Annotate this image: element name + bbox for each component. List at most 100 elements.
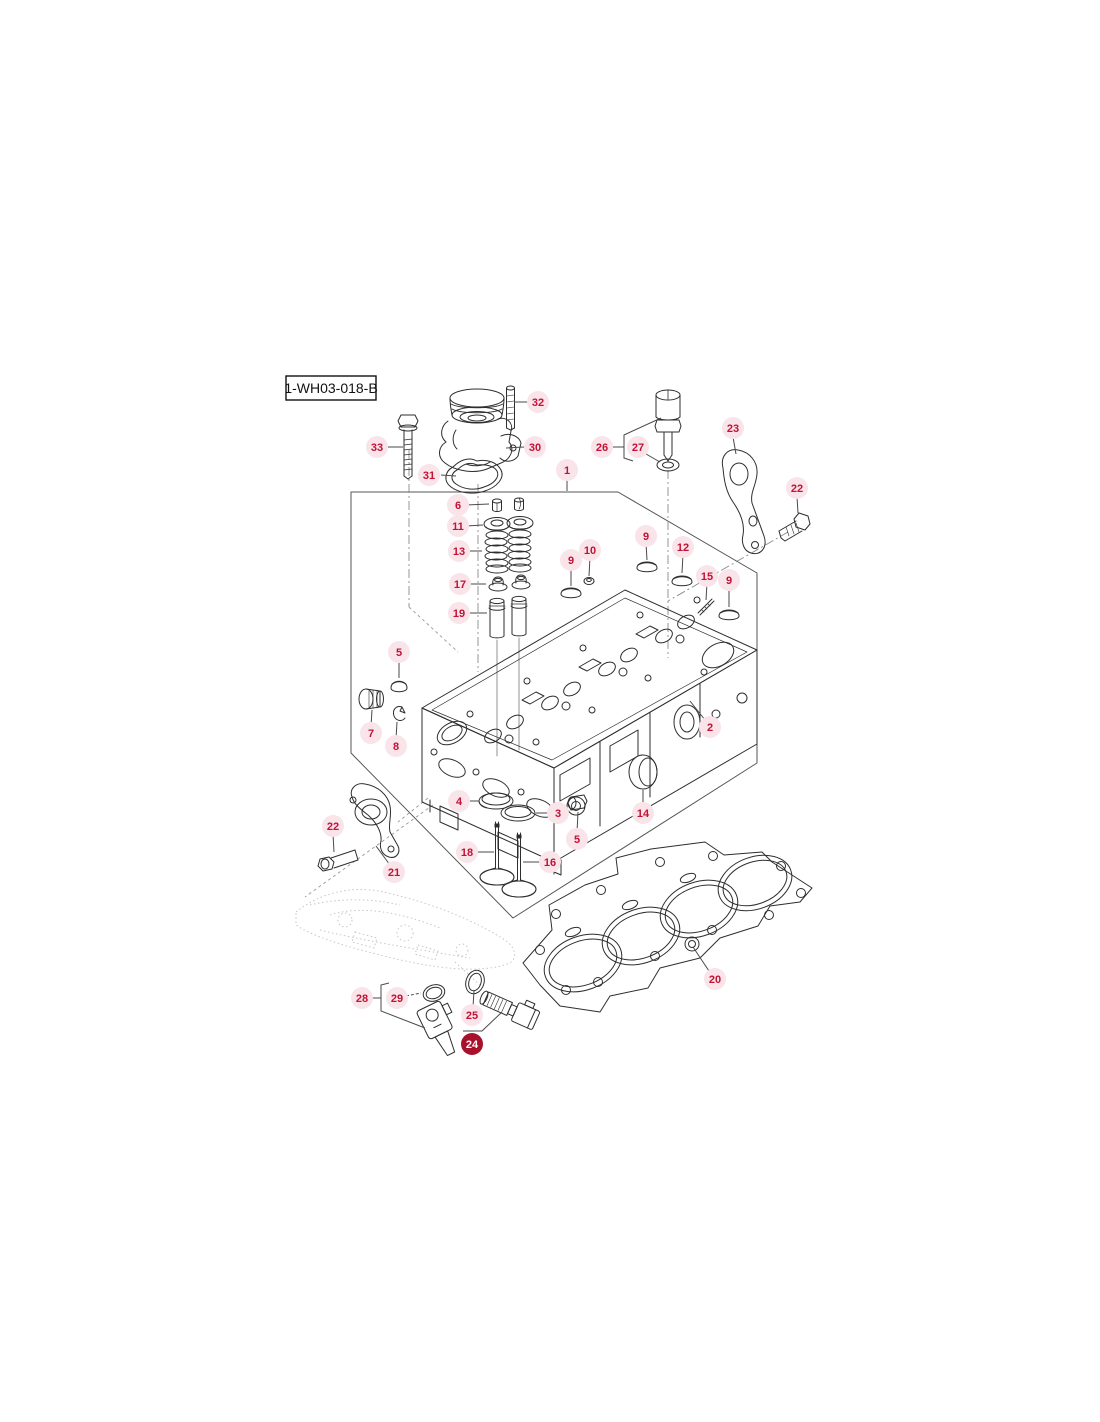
- leader-lines: [332, 401, 799, 1032]
- svg-text:6: 6: [455, 500, 461, 512]
- callout-29[interactable]: 29: [386, 987, 408, 1009]
- callout-20[interactable]: 20: [704, 968, 726, 990]
- svg-text:9: 9: [568, 555, 574, 567]
- figure-code-label: 1-WH03-018-B: [284, 380, 377, 396]
- callout-22[interactable]: 22: [322, 815, 344, 837]
- clip-8-drawing: [393, 706, 406, 721]
- valve-16-drawing: [501, 832, 537, 898]
- callout-7[interactable]: 7: [360, 722, 382, 744]
- svg-text:19: 19: [453, 608, 465, 620]
- svg-text:25: 25: [466, 1010, 478, 1022]
- seal-ring-3-drawing: [500, 804, 536, 822]
- centerlines: [304, 450, 789, 898]
- plug-5-lower-drawing: [567, 794, 588, 811]
- figure-code-box: 1-WH03-018-B: [284, 375, 378, 401]
- callout-31[interactable]: 31: [418, 464, 440, 486]
- callout-23[interactable]: 23: [722, 417, 744, 439]
- callout-9[interactable]: 9: [718, 569, 740, 591]
- callout-5[interactable]: 5: [388, 641, 410, 663]
- callout-5[interactable]: 5: [566, 828, 588, 850]
- sensor-28-drawing: [416, 1000, 456, 1057]
- svg-text:7: 7: [368, 728, 374, 740]
- callout-10[interactable]: 10: [579, 539, 601, 561]
- plug-5-upper-drawing: [390, 680, 408, 693]
- svg-text:2: 2: [707, 722, 713, 734]
- svg-text:5: 5: [396, 647, 402, 659]
- svg-text:10: 10: [584, 545, 596, 557]
- callout-33[interactable]: 33: [366, 436, 388, 458]
- temp-sensor-27-drawing: [654, 389, 682, 472]
- callout-24-highlighted[interactable]: 24: [461, 1033, 483, 1055]
- callout-13[interactable]: 13: [448, 540, 470, 562]
- thermostat-housing-drawing: [439, 388, 522, 472]
- svg-text:12: 12: [677, 542, 689, 554]
- callout-6[interactable]: 6: [447, 494, 469, 516]
- svg-text:16: 16: [544, 857, 556, 869]
- valve-springs-13-drawing: [484, 529, 532, 574]
- callout-15[interactable]: 15: [696, 565, 718, 587]
- svg-text:22: 22: [791, 483, 803, 495]
- svg-text:26: 26: [596, 442, 608, 454]
- callout-4[interactable]: 4: [448, 790, 470, 812]
- cylinder-head-drawing: [421, 589, 758, 876]
- callout-9[interactable]: 9: [635, 525, 657, 547]
- svg-text:21: 21: [388, 867, 400, 879]
- callout-25[interactable]: 25: [461, 1004, 483, 1026]
- callout-3[interactable]: 3: [547, 802, 569, 824]
- svg-text:29: 29: [391, 993, 403, 1005]
- svg-text:4: 4: [456, 796, 463, 808]
- callout-19[interactable]: 19: [448, 602, 470, 624]
- thermostat-gasket-31-drawing: [445, 458, 503, 494]
- svg-text:22: 22: [327, 821, 339, 833]
- assembly-boundary-box: [350, 491, 758, 919]
- svg-text:33: 33: [371, 442, 383, 454]
- stud-32-drawing: [506, 385, 515, 431]
- svg-text:18: 18: [461, 847, 473, 859]
- callout-18[interactable]: 18: [456, 841, 478, 863]
- bolt-33-drawing: [397, 414, 419, 480]
- callout-32[interactable]: 32: [527, 391, 549, 413]
- callout-11[interactable]: 11: [447, 515, 469, 537]
- svg-text:32: 32: [532, 397, 544, 409]
- svg-text:27: 27: [632, 442, 644, 454]
- callout-8[interactable]: 8: [385, 735, 407, 757]
- callout-30[interactable]: 30: [524, 436, 546, 458]
- bolt-22-left-drawing: [317, 849, 359, 872]
- svg-text:24: 24: [466, 1039, 479, 1051]
- callout-22[interactable]: 22: [786, 477, 808, 499]
- svg-text:28: 28: [356, 993, 368, 1005]
- callout-16[interactable]: 16: [539, 851, 561, 873]
- callout-26[interactable]: 26: [591, 436, 613, 458]
- cup-plugs-drawing: [560, 561, 740, 621]
- svg-text:15: 15: [701, 571, 713, 583]
- svg-text:30: 30: [529, 442, 541, 454]
- head-gasket-20-drawing: [522, 841, 813, 1013]
- callout-17[interactable]: 17: [449, 573, 471, 595]
- svg-text:13: 13: [453, 546, 465, 558]
- svg-text:31: 31: [423, 470, 435, 482]
- callout-14[interactable]: 14: [632, 802, 654, 824]
- svg-text:17: 17: [454, 579, 466, 591]
- callout-27[interactable]: 27: [627, 436, 649, 458]
- lift-bracket-21-drawing: [349, 783, 400, 858]
- svg-text:9: 9: [726, 575, 732, 587]
- svg-text:14: 14: [637, 808, 650, 820]
- svg-text:9: 9: [643, 531, 649, 543]
- callout-9[interactable]: 9: [560, 549, 582, 571]
- callout-21[interactable]: 21: [383, 861, 405, 883]
- plug-7-drawing: [358, 688, 384, 710]
- lift-bracket-23-drawing: [721, 449, 766, 555]
- svg-text:20: 20: [709, 974, 721, 986]
- valve-guides-19-drawing: [488, 595, 528, 639]
- core-plug-14-drawing: [628, 754, 658, 790]
- callout-12[interactable]: 12: [672, 536, 694, 558]
- callout-1[interactable]: 1: [556, 459, 578, 481]
- callout-28[interactable]: 28: [351, 987, 373, 1009]
- valve-18-drawing: [479, 821, 515, 886]
- svg-text:11: 11: [452, 521, 464, 533]
- svg-text:8: 8: [393, 741, 399, 753]
- callout-2[interactable]: 2: [699, 716, 721, 738]
- svg-text:3: 3: [555, 808, 561, 820]
